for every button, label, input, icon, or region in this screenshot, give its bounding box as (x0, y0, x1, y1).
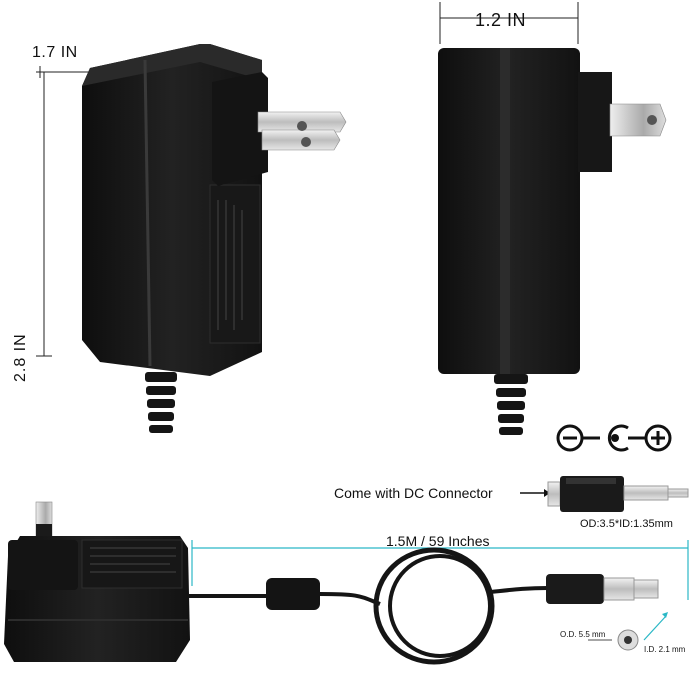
connector-caption: Come with DC Connector (334, 485, 493, 501)
adapter-front-view (36, 44, 347, 433)
cable-length-label: 1.5M / 59 Inches (386, 533, 490, 549)
dim-height-label: 2.8 IN (12, 333, 29, 382)
connector-spec: OD:3.5*ID:1.35mm (580, 518, 673, 530)
dim-width-label: 1.7 IN (32, 44, 78, 61)
plug-id-label: I.D. 2.1 mm (644, 645, 686, 654)
polarity-symbol (556, 424, 672, 452)
adapter-with-cable (4, 501, 689, 665)
dc-connector (520, 476, 689, 512)
dim-depth-label: 1.2 IN (475, 10, 527, 30)
adapter-side-view (438, 2, 667, 435)
plug-od-label: O.D. 5.5 mm (560, 630, 606, 639)
